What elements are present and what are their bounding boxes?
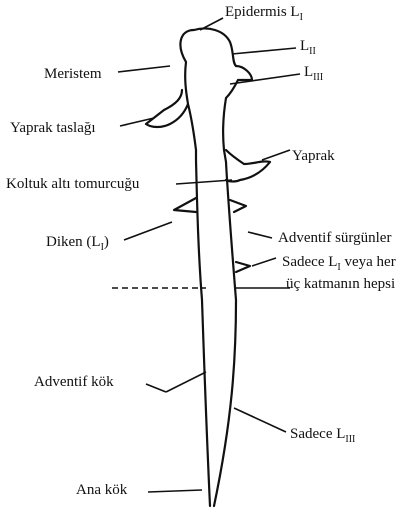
label-meristem: Meristem bbox=[44, 66, 102, 82]
label-koltuk-alti: Koltuk altı tomurcuğu bbox=[6, 176, 140, 192]
label-yaprak: Yaprak bbox=[292, 148, 335, 164]
leader-l2 bbox=[232, 48, 296, 54]
leader-ana-kok bbox=[148, 490, 202, 492]
label-adventif-kok: Adventif kök bbox=[34, 374, 114, 390]
adventive-root-right bbox=[234, 408, 286, 432]
label-ana-kok: Ana kök bbox=[76, 482, 128, 498]
label-diken: Diken (LI) bbox=[46, 234, 109, 253]
leaf-shoot bbox=[226, 150, 270, 182]
stem-right-edge bbox=[214, 66, 252, 506]
label-l2: LII bbox=[300, 38, 316, 57]
leader-yaprak bbox=[262, 150, 290, 160]
label-sadece-l1-line2: üç katmanın hepsi bbox=[286, 276, 395, 292]
labels: Epidermis LI LII LIII Meristem Yaprak ta… bbox=[6, 4, 396, 498]
plant-body-outline bbox=[146, 29, 270, 507]
label-l3: LIII bbox=[304, 64, 323, 83]
label-yaprak-taslagi: Yaprak taslağı bbox=[10, 120, 96, 136]
thorn-left bbox=[174, 198, 196, 212]
leader-koltuk bbox=[176, 180, 232, 184]
stem-left-edge bbox=[146, 29, 236, 507]
leader-meristem bbox=[118, 66, 170, 72]
leader-adventif-kok-tip bbox=[146, 384, 166, 392]
adventive-root-left bbox=[166, 372, 206, 392]
label-adventif-surgunler: Adventif sürgünler bbox=[278, 230, 391, 246]
leader-diken bbox=[124, 222, 172, 240]
leader-adventif-surgunler bbox=[248, 232, 272, 238]
label-sadece-l1-line1: Sadece LI veya her bbox=[282, 254, 396, 273]
label-epidermis: Epidermis LI bbox=[225, 4, 303, 23]
leader-sadece-l1 bbox=[252, 258, 276, 266]
adventive-shoot-upper bbox=[230, 200, 246, 212]
adventive-shoot-lower bbox=[236, 262, 250, 272]
label-sadece-l3: Sadece LIII bbox=[290, 426, 355, 445]
